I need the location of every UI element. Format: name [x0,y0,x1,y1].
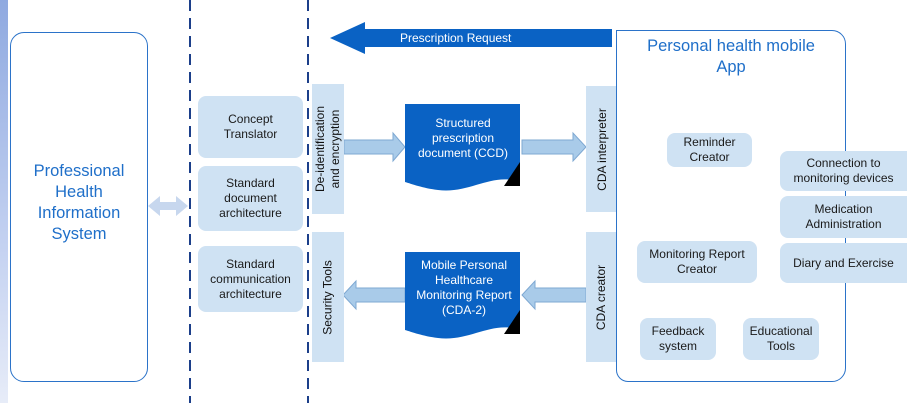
feedback-system-label: Feedback system [651,324,705,353]
standard-communication-architecture-box: Standard communication architecture [198,246,303,312]
concept-translator-box: Concept Translator [198,96,303,158]
diary-and-exercise-label: Diary and Exercise [793,255,894,270]
deidentification-line2: and encryption [328,109,343,189]
arrow-to-cda-interpreter [521,131,587,163]
feedback-system-box: Feedback system [640,318,716,360]
monitoring-report-shape [405,252,520,339]
arrow-to-security-tools [342,279,406,311]
professional-title-line: Professional [33,162,125,180]
prescription-request-arrow [330,22,612,54]
cda-creator-bar: CDA creator [586,232,618,362]
deidentification-bar: De-identification and encryption [312,84,344,214]
cda-creator-label: CDA creator [594,264,609,330]
diary-and-exercise-box: Diary and Exercise [780,243,907,283]
standard-document-architecture-box: Standard document architecture [198,166,303,231]
structured-document-label: Structured prescription document (CCD) [417,116,509,160]
standard-document-architecture-label: Standard document architecture [219,176,282,220]
deidentification-label: De-identification and encryption [313,106,343,192]
professional-system-title: Professional Health Information System [11,161,147,245]
bidirectional-arrow [148,196,188,216]
monitoring-report-label: Mobile Personal Healthcare Monitoring Re… [416,258,512,317]
monitoring-report-fold [504,310,520,334]
concept-translator-label: Concept Translator [223,112,278,141]
security-tools-label: Security Tools [320,259,335,335]
reminder-creator-box: Reminder Creator [667,133,752,167]
mobile-app-title: Personal health mobile App [616,36,846,78]
medication-administration-box: Medication Administration [780,196,907,238]
professional-title-line: System [51,225,107,243]
arrow-to-structured-doc [343,131,406,163]
left-accent-strip [0,0,8,403]
connection-to-monitoring-devices-box: Connection to monitoring devices [780,151,907,191]
educational-tools-box: Educational Tools [743,318,819,360]
prescription-request-label: Prescription Request [400,31,512,45]
monitoring-report-creator-label: Monitoring Report Creator [649,247,745,276]
standard-communication-architecture-label: Standard communication architecture [210,256,291,301]
structured-document-shape [405,104,520,191]
reminder-creator-label: Reminder Creator [683,135,736,164]
medication-administration-label: Medication Administration [805,202,882,231]
mobile-app-title-line1: Personal health mobile [647,37,815,55]
cda-interpreter-bar: CDA interpreter [586,86,618,212]
educational-tools-label: Educational Tools [749,324,813,353]
professional-title-line: Health [55,183,103,201]
deidentification-line1: De-identification [313,105,328,193]
arrow-from-cda-creator [521,279,587,311]
professional-health-system-panel: Professional Health Information System [10,32,148,382]
connection-to-monitoring-devices-label: Connection to monitoring devices [793,156,894,185]
monitoring-report-creator-box: Monitoring Report Creator [637,241,757,283]
mobile-app-title-line2: App [716,58,746,76]
security-tools-bar: Security Tools [312,232,344,362]
cda-interpreter-label: CDA interpreter [594,107,609,191]
professional-title-line: Information [37,204,121,222]
structured-document-fold [504,162,520,186]
